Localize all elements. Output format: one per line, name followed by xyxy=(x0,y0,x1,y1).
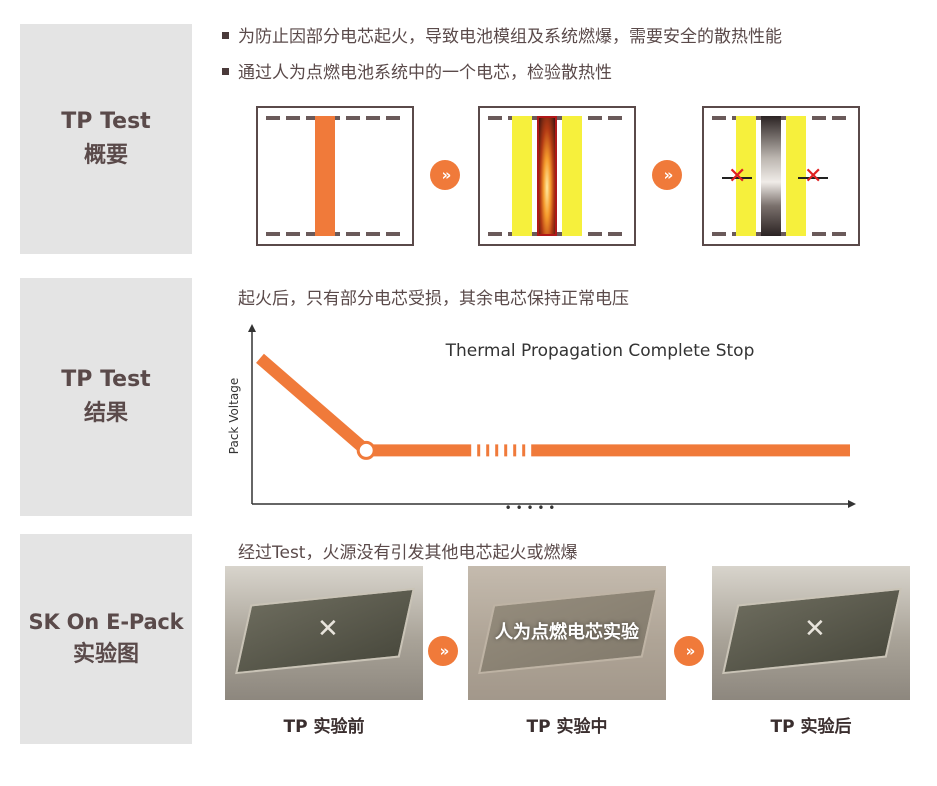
x-axis-label: • • • • • xyxy=(505,501,556,515)
cell-diagram-after: ✕ ✕ xyxy=(702,106,860,246)
battery-cell xyxy=(562,116,582,236)
photo-after: ✕ xyxy=(712,566,910,700)
photo-caption: TP 实验中 xyxy=(526,717,608,737)
cross-marker-icon: ✕ xyxy=(317,614,339,644)
result-note: 起火后，只有部分电芯受损，其余电芯保持正常电压 xyxy=(238,289,629,309)
cross-icon: ✕ xyxy=(804,164,823,189)
cross-marker-icon: ✕ xyxy=(804,614,826,644)
divider xyxy=(488,116,626,120)
section-label-experiment: SK On E-Pack 实验图 xyxy=(20,534,192,744)
voltage-chart: Pack Voltage Thermal Propagation Complet… xyxy=(227,324,856,515)
photo-note: 经过Test，火源没有引发其他电芯起火或燃爆 xyxy=(238,543,578,563)
divider xyxy=(488,232,626,236)
chevron-right-icon: » xyxy=(674,636,704,666)
photo-overlay-text: 人为点燃电芯实验 xyxy=(495,622,639,643)
photo-caption: TP 实验前 xyxy=(283,717,365,737)
x-axis-arrow-icon xyxy=(848,500,856,508)
series-layer xyxy=(256,353,850,460)
divider xyxy=(266,232,404,236)
bullet-text: 通过人为点燃电池系统中的一个电芯，检验散热性 xyxy=(238,63,612,83)
smoke-overlay xyxy=(468,566,666,700)
series-0-segment xyxy=(256,353,371,455)
y-axis-label: Pack Voltage xyxy=(227,378,241,454)
battery-cell xyxy=(512,116,532,236)
bullet-item: 为防止因部分电芯起火，导致电池模组及系统燃爆，需要安全的散热性能 xyxy=(222,22,782,47)
blocked-arrow-icon xyxy=(798,177,828,179)
series-0-point xyxy=(356,440,376,460)
battery-cell xyxy=(786,116,806,236)
section-title: SK On E-Pack xyxy=(28,609,184,634)
blocked-arrow-icon xyxy=(722,177,752,179)
chevron-right-icon: » xyxy=(428,636,458,666)
divider xyxy=(712,232,850,236)
photo-during: 人为点燃电芯实验 xyxy=(468,566,666,700)
cross-icon: ✕ xyxy=(728,164,747,189)
bullet-text: 为防止因部分电芯起火，导致电池模组及系统燃爆，需要安全的散热性能 xyxy=(238,27,782,47)
burnt-cell xyxy=(761,116,781,236)
photo-before: ✕ xyxy=(225,566,423,700)
cell-diagram-ignition xyxy=(478,106,636,246)
section-subtitle: 结果 xyxy=(83,401,128,426)
chart-title: Thermal Propagation Complete Stop xyxy=(445,341,755,361)
battery-cell xyxy=(736,116,756,236)
divider xyxy=(712,116,850,120)
bullet-square-icon xyxy=(222,67,229,75)
section-title: TP Test xyxy=(61,366,151,392)
chevron-right-icon: » xyxy=(430,160,460,190)
section-label-result: TP Test 结果 xyxy=(20,278,192,516)
bullet-item: 通过人为点燃电池系统中的一个电芯，检验散热性 xyxy=(222,58,612,83)
divider xyxy=(266,116,404,120)
photo-caption: TP 实验后 xyxy=(770,717,852,737)
bullet-square-icon xyxy=(222,31,229,39)
y-axis-arrow-icon xyxy=(248,324,256,332)
section-subtitle: 概要 xyxy=(83,143,128,168)
section-label-overview: TP Test 概要 xyxy=(20,24,192,254)
section-subtitle: 实验图 xyxy=(72,642,139,668)
cell-diagram-before xyxy=(256,106,414,246)
chevron-right-icon: » xyxy=(652,160,682,190)
battery-cell xyxy=(315,116,335,236)
section-title: TP Test xyxy=(61,108,151,134)
burning-cell xyxy=(537,116,557,236)
